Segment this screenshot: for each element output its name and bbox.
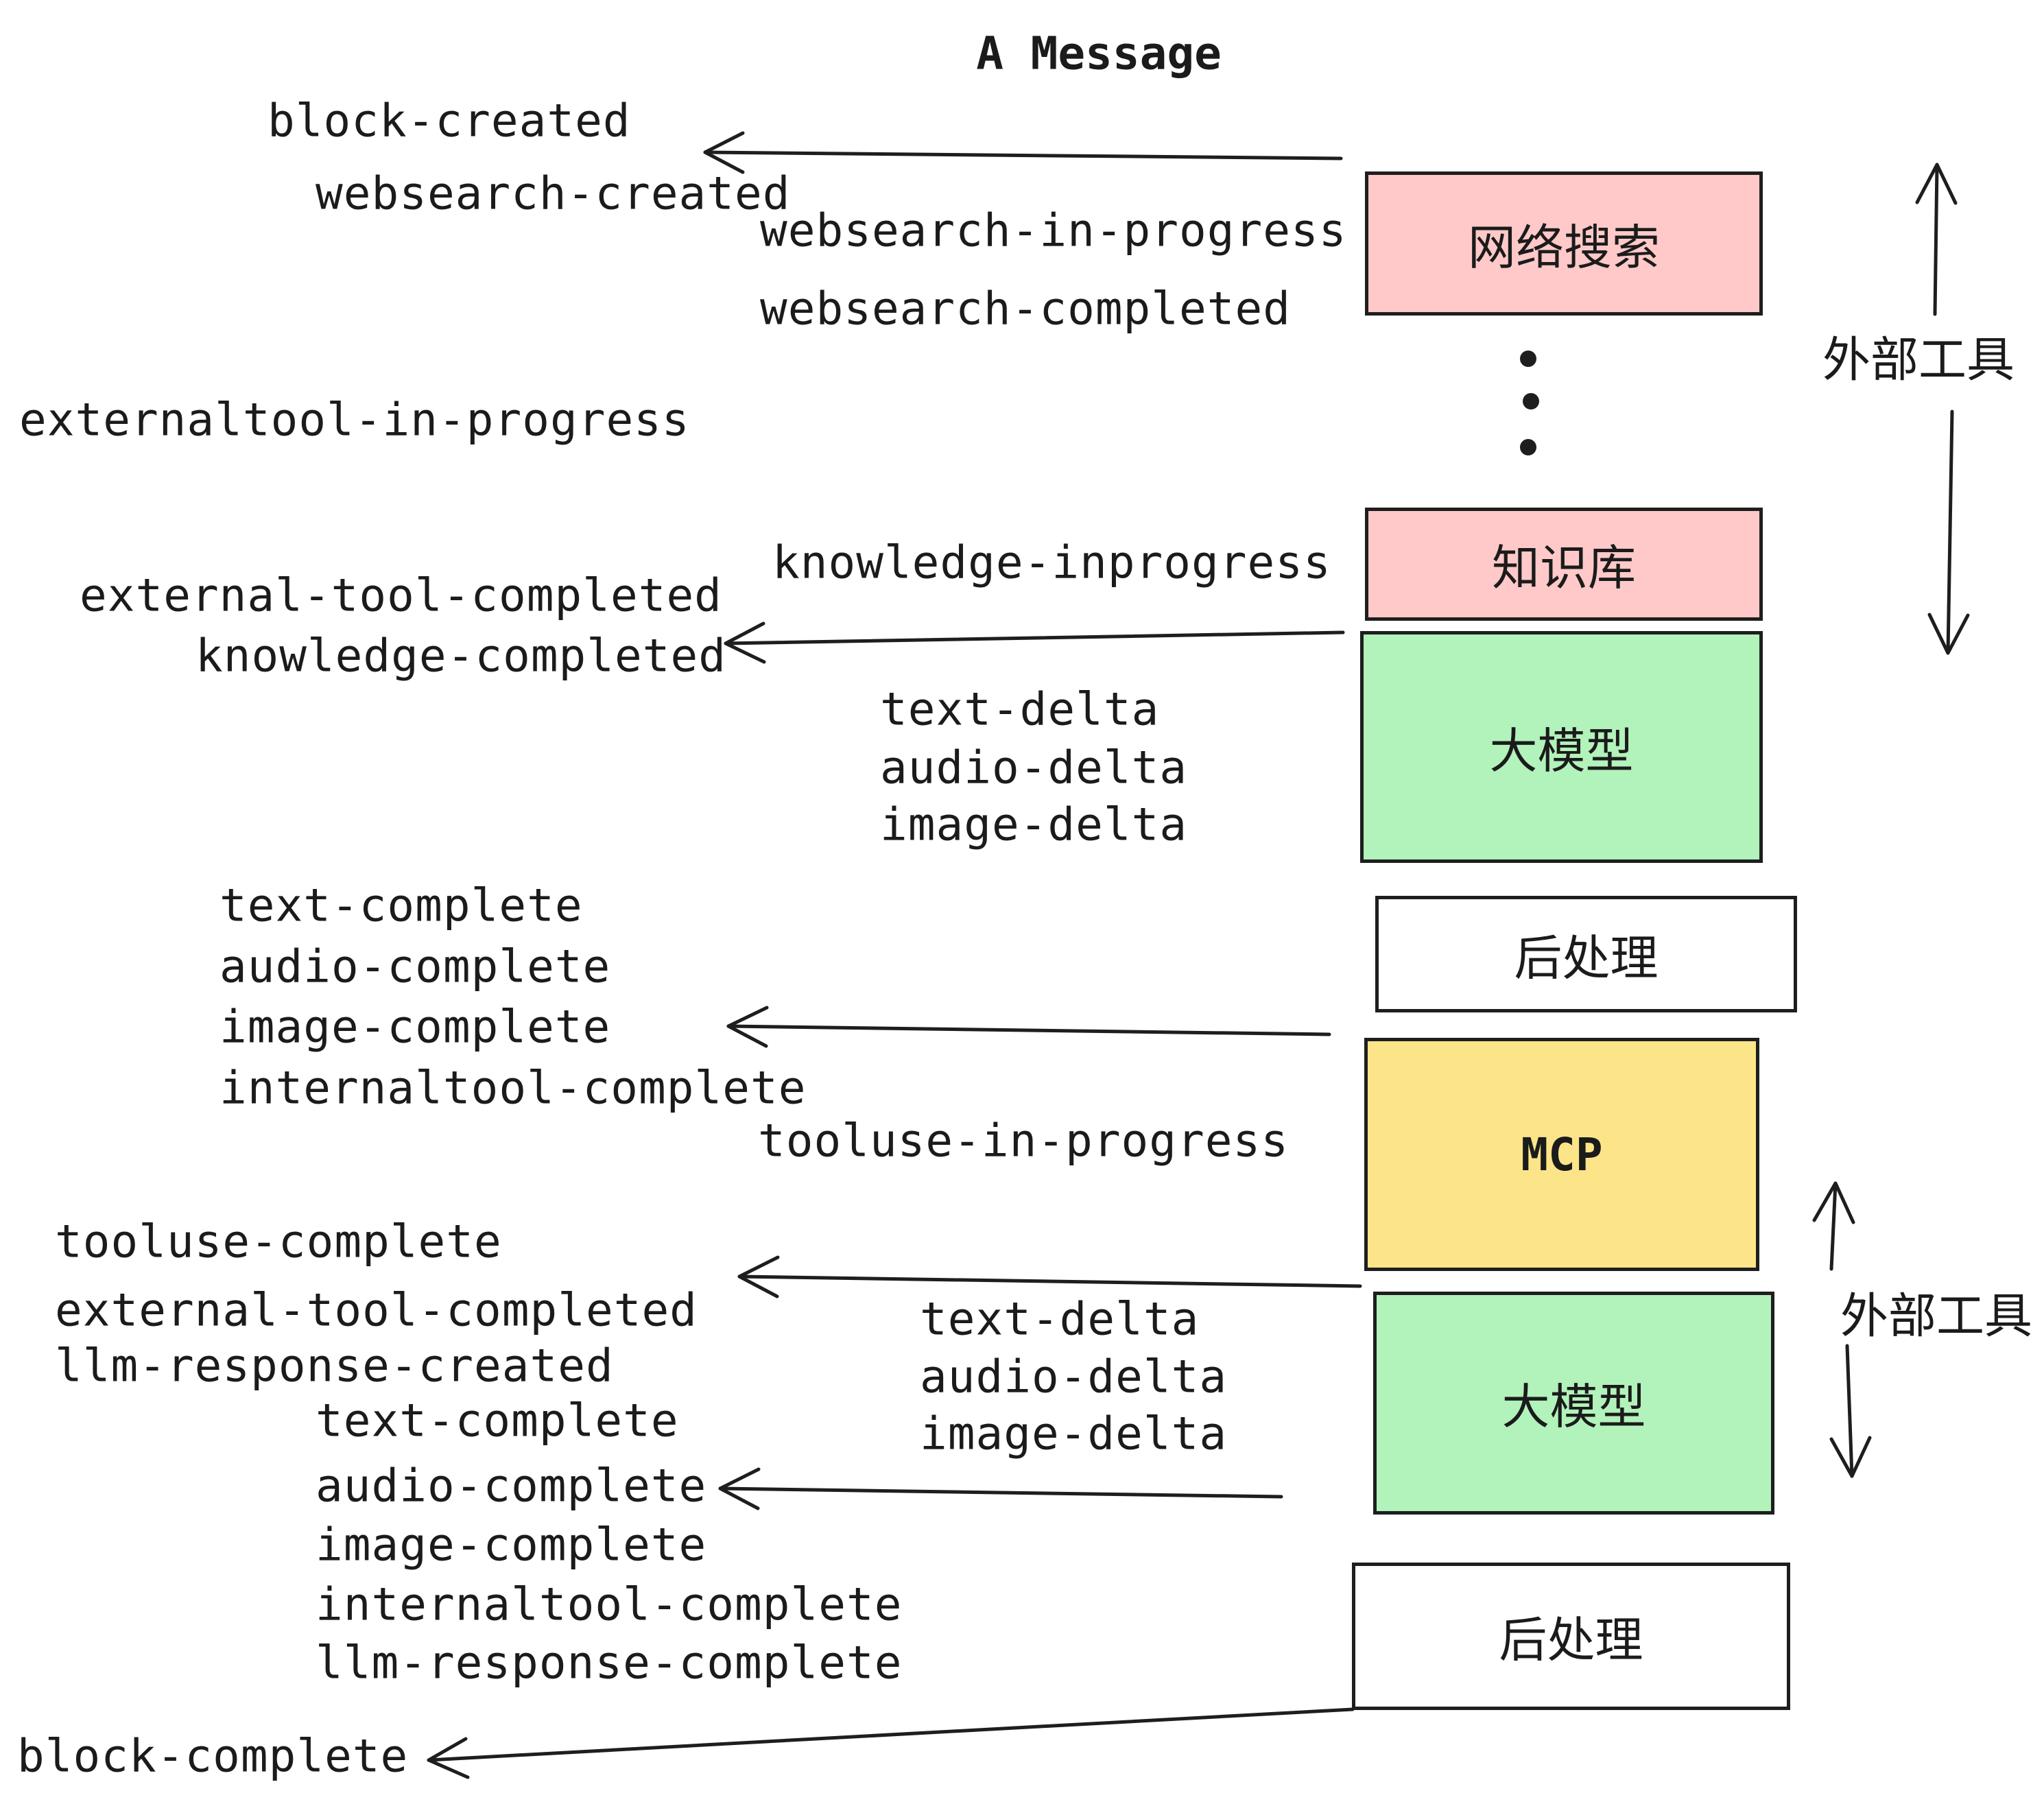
box-mcp: MCP <box>1364 1038 1759 1271</box>
event-knowledge-inprogress: knowledge-inprogress <box>772 536 1331 589</box>
box-llm-2-label: 大模型 <box>1501 1379 1646 1435</box>
box-mcp-label: MCP <box>1521 1128 1603 1181</box>
event-llm-response-complete: llm-response-complete <box>316 1636 903 1689</box>
arrow-external-tools-down-1 <box>1927 410 1970 655</box>
event-tooluse-complete: tooluse-complete <box>55 1215 502 1268</box>
arrow-image-complete <box>726 1006 1331 1048</box>
box-llm-1-label: 大模型 <box>1489 722 1634 779</box>
side-label-external-tools-1: 外部工具 <box>1822 331 2015 388</box>
event-internaltool-complete-1: internaltool-complete <box>219 1061 807 1115</box>
arrow-block-complete <box>427 1707 1355 1779</box>
arrow-external-tools-down-2 <box>1829 1344 1872 1478</box>
event-text-complete-2: text-complete <box>316 1394 679 1447</box>
event-text-complete-1: text-complete <box>219 879 583 932</box>
arrow-external-tools-up-1 <box>1915 163 1958 316</box>
event-external-tool-completed-2: external-tool-completed <box>55 1283 698 1337</box>
box-websearch: 网络搜索 <box>1365 171 1763 316</box>
event-audio-complete-2: audio-complete <box>316 1459 707 1512</box>
box-llm-1: 大模型 <box>1360 631 1763 863</box>
event-externaltool-in-progress: externaltool-in-progress <box>19 393 690 447</box>
event-websearch-completed: websearch-completed <box>760 282 1291 335</box>
event-audio-delta-1: audio-delta <box>880 741 1188 794</box>
event-block-complete: block-complete <box>17 1729 409 1783</box>
diagram-title: A Message <box>976 27 1222 80</box>
arrow-tooluse-complete <box>737 1255 1362 1298</box>
event-image-delta-2: image-delta <box>920 1407 1228 1460</box>
box-knowledge: 知识库 <box>1365 508 1763 621</box>
box-llm-2: 大模型 <box>1373 1292 1774 1515</box>
box-postprocess-2: 后处理 <box>1352 1563 1790 1710</box>
event-image-complete-1: image-complete <box>219 1000 611 1054</box>
box-postprocess-2-label: 后处理 <box>1499 1612 1643 1668</box>
side-label-external-tools-2: 外部工具 <box>1840 1287 2032 1344</box>
event-text-delta-2: text-delta <box>920 1292 1200 1346</box>
event-external-tool-completed-1: external-tool-completed <box>80 569 722 622</box>
event-tooluse-in-progress: tooluse-in-progress <box>758 1114 1289 1167</box>
ellipsis-dots <box>1520 351 1539 455</box>
box-websearch-label: 网络搜索 <box>1468 219 1660 276</box>
event-text-delta-1: text-delta <box>880 683 1160 736</box>
event-audio-delta-2: audio-delta <box>920 1350 1228 1403</box>
event-knowledge-completed: knowledge-completed <box>195 629 726 683</box>
box-postprocess-1: 后处理 <box>1375 896 1797 1012</box>
event-image-delta-1: image-delta <box>880 798 1188 851</box>
box-knowledge-label: 知识库 <box>1492 540 1636 596</box>
arrow-external-tools-up-2 <box>1812 1181 1855 1271</box>
box-postprocess-1-label: 后处理 <box>1514 929 1659 986</box>
arrow-block-created <box>703 131 1343 174</box>
event-image-complete-2: image-complete <box>316 1518 707 1571</box>
event-websearch-in-progress: websearch-in-progress <box>760 204 1347 257</box>
event-audio-complete-1: audio-complete <box>219 940 611 993</box>
arrow-audio-complete-2 <box>718 1467 1283 1510</box>
event-llm-response-created: llm-response-created <box>55 1339 614 1392</box>
event-websearch-created: websearch-created <box>316 167 791 220</box>
arrow-knowledge-completed <box>724 621 1345 664</box>
event-internaltool-complete-2: internaltool-complete <box>316 1578 903 1631</box>
event-block-created: block-created <box>268 94 631 147</box>
